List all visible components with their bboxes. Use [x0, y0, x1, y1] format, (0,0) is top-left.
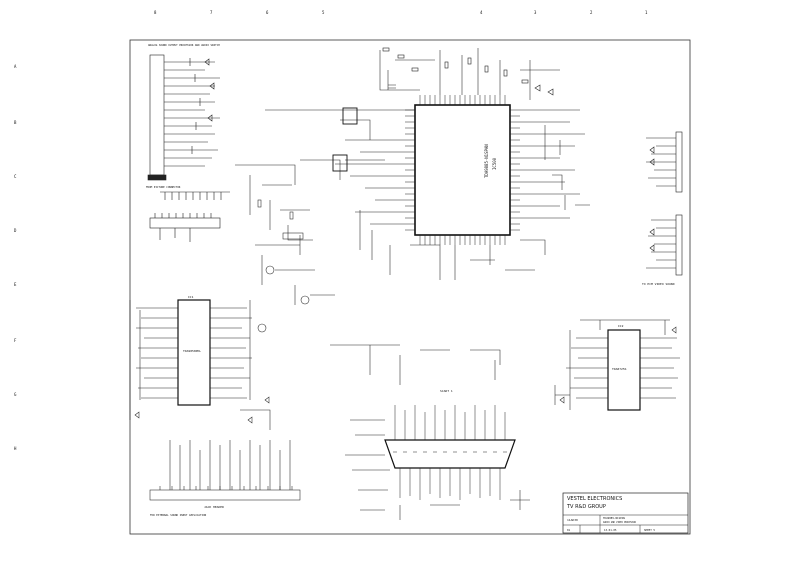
col-mark: 6 — [266, 10, 269, 15]
crystal-2 — [332, 154, 348, 172]
video-switch-wiring — [554, 319, 680, 410]
col-mark: 3 — [534, 10, 537, 15]
main-processor-ref: IC500 — [492, 157, 497, 170]
title-description: TDA9885-N1SPAN — [603, 516, 625, 520]
scart-outline — [384, 439, 516, 469]
video-switch-ic-ref: IC2 — [618, 324, 624, 328]
processor-wiring — [265, 48, 590, 280]
title-block-grid — [563, 514, 688, 533]
row-mark: A — [14, 64, 17, 69]
video-switch-ic-pins — [596, 337, 652, 399]
main-processor-left-pins — [405, 109, 415, 231]
main-processor-part: TDA9885-N1SPAN — [484, 144, 489, 178]
title-group: TV R&D GROUP — [566, 504, 606, 510]
left-connector — [147, 54, 220, 181]
left-connector-foot — [147, 174, 167, 181]
right-header — [646, 131, 683, 276]
title-model: 11AK30 — [567, 518, 578, 522]
title-description-2: AUDIO AND VIDEO PROCESSOR — [603, 521, 637, 524]
title-block: VESTEL ELECTRONICS TV R&D GROUP 11AK30 T… — [562, 492, 689, 534]
row-mark: F — [14, 338, 17, 343]
bottom-note: FOR EXTERNAL SOUND INPUT APPLICATION — [150, 513, 207, 517]
jack-header — [149, 440, 301, 501]
audio-switch-ic-body — [177, 299, 211, 406]
right-header-label: TO PCM VIDEO SOUND — [642, 282, 675, 286]
left-header-label: FROM PICTURE CONNECTOR — [146, 185, 181, 189]
small-header-pins — [160, 191, 230, 200]
left-connector-parts — [189, 58, 215, 154]
top-component-cluster — [382, 47, 554, 96]
row-mark: H — [14, 446, 17, 451]
title-date: 13.01.05 — [604, 528, 617, 532]
scart-wiring — [330, 344, 530, 520]
title-block-frame — [562, 492, 689, 534]
audio-switch-ic-pins — [166, 307, 222, 399]
main-processor: TDA9885-N1SPAN IC500 — [405, 95, 520, 245]
small-header-body — [149, 217, 221, 229]
scart-pins-bottom — [399, 468, 501, 500]
main-processor-top-pins — [419, 95, 506, 105]
col-mark: 2 — [590, 10, 593, 15]
mid-left-network — [235, 164, 335, 333]
col-mark: 1 — [645, 10, 648, 15]
audio-switch-wiring — [129, 300, 271, 430]
title-drawing-no: SHEET 5 — [644, 528, 655, 532]
col-mark: 8 — [154, 10, 157, 15]
top-note: ANALOG SOUND OUTPUT PROCESSOR AND AUDIO … — [148, 43, 220, 47]
right-header-body-2 — [675, 214, 683, 276]
col-mark: 7 — [210, 10, 213, 15]
main-processor-right-pins — [510, 109, 520, 231]
video-switch-ic-body — [607, 329, 641, 411]
row-mark: B — [14, 120, 17, 125]
scart-label: SCART 1 — [440, 389, 453, 393]
video-switch-ic: TDA8725S IC2 — [596, 324, 652, 411]
col-mark: 5 — [322, 10, 325, 15]
crystal-parts — [332, 107, 358, 172]
left-connector-body — [149, 54, 165, 176]
right-header-body — [675, 131, 683, 193]
row-mark: E — [14, 282, 17, 287]
main-processor-bottom-pins — [419, 235, 506, 245]
scart-connector — [384, 405, 516, 500]
jack-header-body — [149, 489, 301, 501]
small-header-row — [149, 191, 230, 242]
col-mark: 4 — [480, 10, 483, 15]
sheet-border — [129, 39, 691, 535]
crystal-1 — [342, 107, 358, 125]
column-marks: 8 7 6 5 4 3 2 1 — [154, 10, 648, 15]
small-header-ticks — [154, 213, 212, 242]
row-marks: A B C D E F G H — [14, 64, 17, 451]
row-mark: C — [14, 174, 17, 179]
row-mark: G — [14, 392, 17, 397]
audio-switch-ic: TDA9850PKL IC1 — [166, 295, 222, 406]
audio-switch-ic-part: TDA9850PKL — [183, 349, 201, 353]
title-sheet: 01 — [567, 528, 571, 532]
jack-header-label: JACK HEADER — [204, 505, 224, 509]
left-connector-wires — [164, 61, 220, 167]
scart-pins-top — [394, 405, 506, 440]
title-company: VESTEL ELECTRONICS — [567, 496, 622, 502]
row-mark: D — [14, 228, 17, 233]
video-switch-ic-part: TDA8725S — [612, 367, 627, 371]
audio-switch-ic-ref: IC1 — [188, 295, 194, 299]
